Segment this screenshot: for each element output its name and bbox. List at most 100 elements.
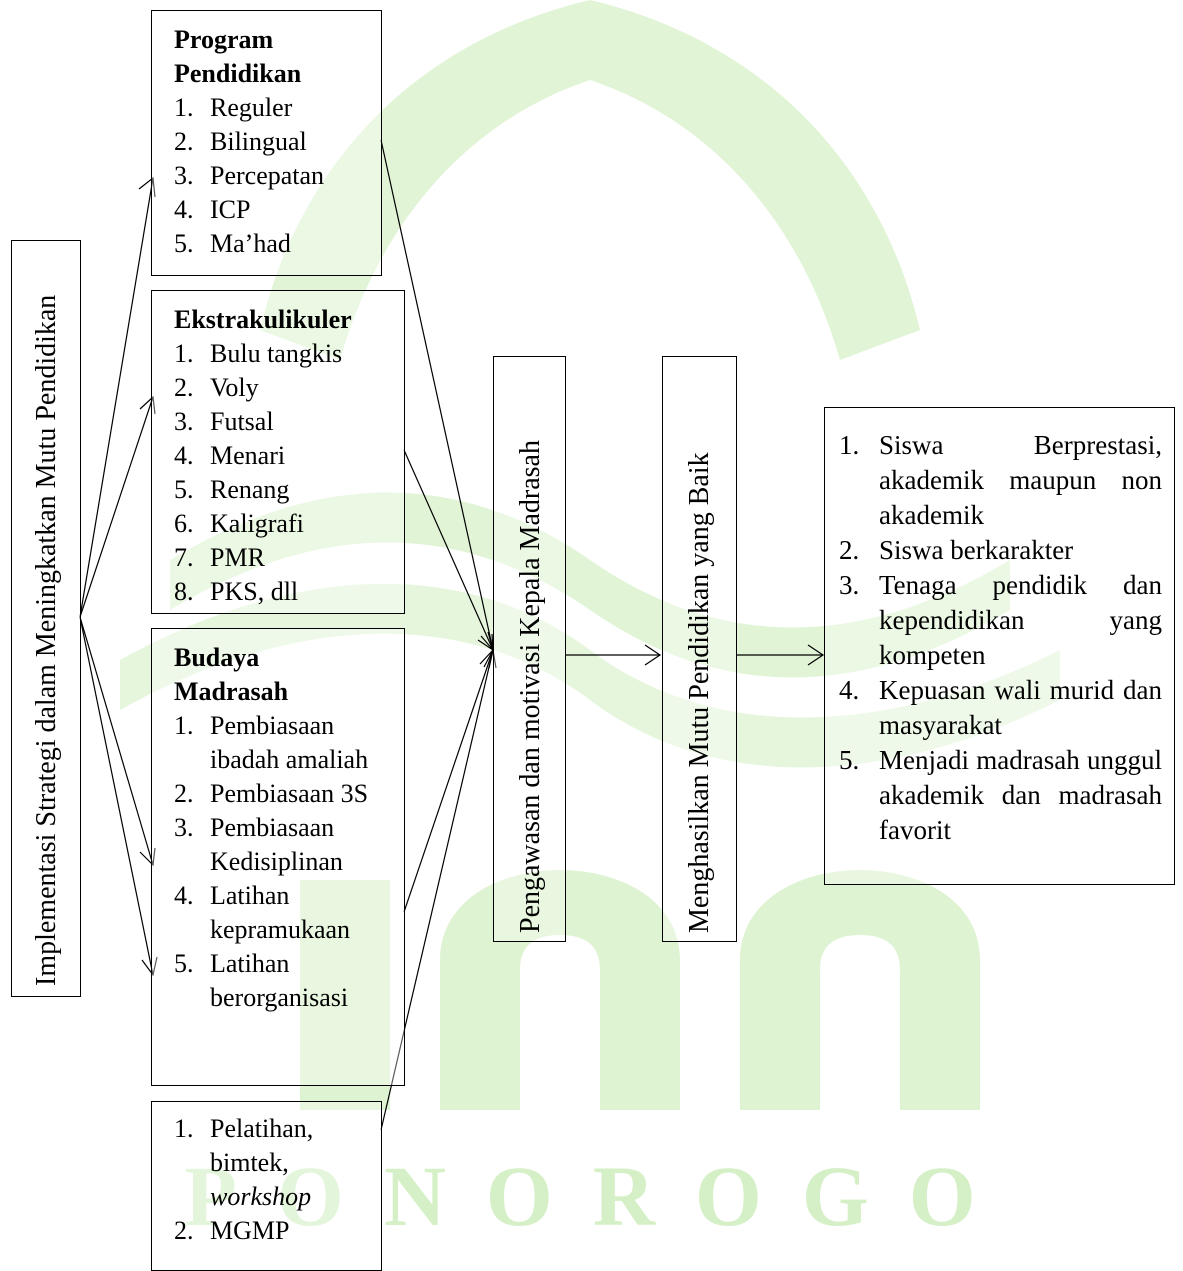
list-item: 1. Pembiasaan ibadah amaliah: [174, 709, 374, 777]
pelatihan-item-text: Pelatihan, bimtek,: [210, 1114, 314, 1177]
list-item-text: PKS, dll: [210, 577, 299, 606]
list-item-text: Latihan kepramukaan: [210, 881, 351, 944]
supervision-box: Pengawasan dan motivasi Kepala Madrasah: [493, 356, 566, 942]
list-item-text: ICP: [210, 195, 251, 224]
watermark-i: [300, 880, 390, 1110]
list-item: 1. Bulu tangkis: [174, 337, 396, 371]
list-item: 4. ICP: [174, 193, 373, 227]
list-item: 3.Tenaga pendidik dan kependidikan yang …: [839, 568, 1162, 673]
list-item-text: Kepuasan wali murid dan masyarakat: [879, 675, 1162, 740]
list-item-text: Pelatihan, bimtek, workshop: [210, 1112, 373, 1214]
list-item-text: Bulu tangkis: [210, 339, 343, 368]
arrowhead-program: [138, 176, 156, 198]
list-item-text: Siswa Berprestasi, akademik maupun non a…: [879, 430, 1162, 530]
list-item-text: Pembiasaan ibadah amaliah: [210, 711, 369, 774]
list-item-text: Bilingual: [210, 127, 307, 156]
list-item-number: 5.: [174, 229, 194, 258]
strategy-implementation-box: Implementasi Strategi dalam Meningkatkan…: [11, 240, 81, 997]
list-item-number: 3.: [174, 813, 194, 842]
list-item-text: Reguler: [210, 93, 293, 122]
list-item: 5. Ma’had: [174, 227, 373, 261]
list-item-text: PMR: [210, 543, 265, 572]
list-item-text: Siswa berkarakter: [879, 535, 1074, 565]
result-label: Menghasilkan Mutu Pendidikan yang Baik: [684, 452, 715, 933]
arrow-to-ekstra: [79, 396, 154, 618]
supervision-label: Pengawasan dan motivasi Kepala Madrasah: [515, 440, 546, 933]
arrowhead-outcomes: [807, 644, 825, 666]
list-item-number: 5.: [839, 745, 860, 775]
list-item-number: 6.: [174, 509, 194, 538]
list-item: 2. Voly: [174, 371, 396, 405]
list-item: 2. MGMP: [174, 1214, 373, 1248]
list-item-number: 4.: [174, 195, 194, 224]
list-item-number: 1.: [839, 430, 860, 460]
pelatihan-list: 1. Pelatihan, bimtek, workshop 2. MGMP: [174, 1112, 373, 1248]
list-item: 2. Siswa berkarakter: [839, 533, 1162, 568]
list-item-number: 2.: [174, 127, 194, 156]
list-item-number: 3.: [174, 407, 194, 436]
list-item: 4. Latihan kepramukaan: [174, 879, 374, 947]
list-item-number: 5.: [174, 475, 194, 504]
list-item-number: 2.: [839, 535, 860, 565]
pelatihan-item-workshop: workshop: [210, 1182, 312, 1211]
list-item: 3. Futsal: [174, 405, 396, 439]
outcomes-list: 1. Siswa Berprestasi, akademik maupun non…: [839, 428, 1162, 848]
list-item: 2. Bilingual: [174, 125, 373, 159]
arrow-program-to-middle: [380, 139, 494, 651]
outcomes-box: 1. Siswa Berprestasi, akademik maupun non…: [824, 407, 1175, 885]
watermark-arch: [260, 0, 920, 360]
list-item: 6. Kaligrafi: [174, 507, 396, 541]
list-item: 7. PMR: [174, 541, 396, 575]
list-item-number: 4.: [174, 881, 194, 910]
list-item: 1.Reguler: [174, 91, 373, 125]
list-item-number: 3.: [839, 570, 860, 600]
list-item: 2.Pembiasaan 3S: [174, 777, 374, 811]
watermark-text: PONOROGO: [184, 1148, 1015, 1244]
list-item: 5. Menjadi madrasah unggul akademik dan m…: [839, 743, 1162, 848]
budaya-madrasah-title: Budaya Madrasah: [174, 643, 289, 706]
arrow-ekstra-to-middle: [403, 449, 494, 651]
arrow-to-pelatihan: [79, 616, 154, 976]
list-item-number: 2.: [174, 1216, 194, 1245]
watermark-a: [440, 870, 680, 1110]
list-item-text: Menjadi madrasah unggul akademik dan mad…: [879, 745, 1162, 845]
list-item-text: Pembiasaan 3S: [210, 779, 369, 808]
watermark-n: [740, 870, 980, 1110]
list-item-number: 7.: [174, 543, 194, 572]
list-item-text: Futsal: [210, 407, 274, 436]
list-item-number: 1.: [174, 339, 194, 368]
list-item-text: Pembiasaan Kedisiplinan: [210, 813, 343, 876]
list-item-text: Ma’had: [210, 229, 291, 258]
list-item-number: 5.: [174, 949, 194, 978]
arrow-to-program: [79, 177, 154, 618]
arrow-pelatihan-to-middle: [380, 649, 494, 1131]
arrowhead-budaya: [139, 847, 156, 867]
list-item: 4.Menari: [174, 439, 396, 473]
list-item-number: 4.: [174, 441, 194, 470]
list-item-number: 4.: [839, 675, 860, 705]
list-item-text: Kaligrafi: [210, 509, 304, 538]
list-item: 1. Siswa Berprestasi, akademik maupun non…: [839, 428, 1162, 533]
arrowhead-pelatihan: [141, 956, 158, 977]
arrowhead-result: [644, 644, 662, 666]
list-item-text: MGMP: [210, 1216, 290, 1245]
budaya-madrasah-box: Budaya Madrasah 1. Pembiasaan ibadah amal…: [151, 628, 405, 1086]
program-pendidikan-title: Program Pendidikan: [174, 25, 302, 88]
watermark-wave-2: [120, 583, 1060, 768]
list-item: 5.Latihan berorganisasi: [174, 947, 374, 1015]
strategy-implementation-label: Implementasi Strategi dalam Meningkatkan…: [31, 294, 62, 986]
arrowhead-ekstra: [139, 395, 156, 415]
list-item-number: 3.: [174, 161, 194, 190]
list-item-number: 1.: [174, 711, 194, 740]
list-item: 3. Percepatan: [174, 159, 373, 193]
list-item: 4. Kepuasan wali murid dan masyarakat: [839, 673, 1162, 743]
list-item-number: 2.: [174, 373, 194, 402]
list-item-text: Voly: [210, 373, 259, 402]
result-box: Menghasilkan Mutu Pendidikan yang Baik: [662, 356, 737, 942]
list-item-text: Percepatan: [210, 161, 325, 190]
